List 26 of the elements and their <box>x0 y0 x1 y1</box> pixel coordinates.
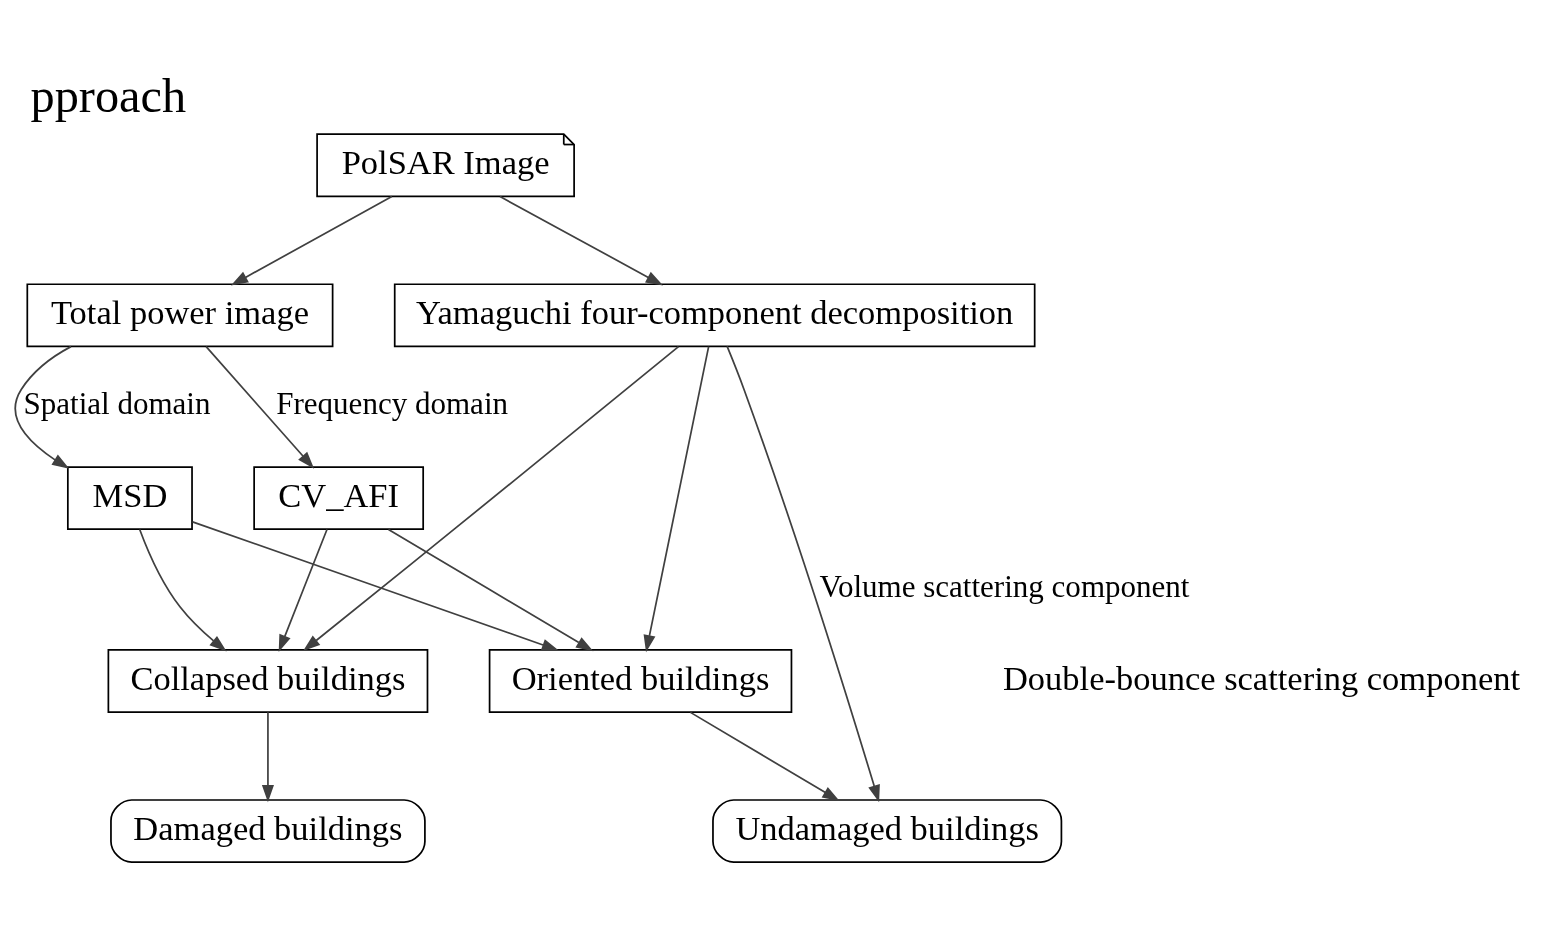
node-box: Oriented buildings <box>488 648 793 713</box>
arrow <box>499 195 664 285</box>
node-box: Collapsed buildings <box>107 648 429 713</box>
arrow <box>387 528 594 651</box>
edge-label: Spatial domain <box>23 385 211 421</box>
node-box: MSD <box>67 465 193 530</box>
arrow <box>138 528 227 651</box>
label: Double-bounce scattering component <box>1002 658 1521 697</box>
arrow <box>14 345 72 469</box>
arrow <box>205 345 315 469</box>
node-box: Undamaged buildings <box>712 798 1063 863</box>
edge-label: Frequency domain <box>276 385 509 421</box>
arrow <box>230 195 393 285</box>
arrow <box>303 345 680 651</box>
node-box: CV_AFI <box>253 465 425 530</box>
node-box: Damaged buildings <box>110 798 426 863</box>
arrow <box>689 711 840 801</box>
arrow <box>191 520 560 651</box>
arrow <box>278 528 328 652</box>
arrow <box>726 345 880 802</box>
arrow <box>261 711 274 802</box>
arrow <box>643 345 710 652</box>
edge-label: Volume scattering component <box>819 568 1190 604</box>
node-box: Yamaguchi four-component decomposition <box>393 282 1036 347</box>
node-box: Total power image <box>26 282 334 347</box>
diagram-title: pproach <box>30 68 187 122</box>
